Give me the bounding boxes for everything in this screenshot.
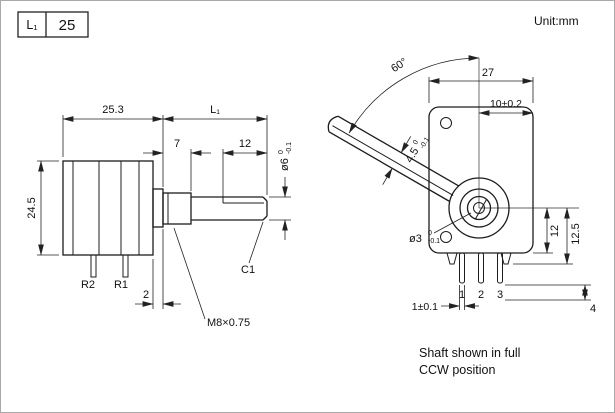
- leader-line: [248, 221, 264, 264]
- shaft-flat-edge: [332, 125, 454, 196]
- support-tab-left: [446, 252, 458, 265]
- terminal-r2-pin: [90, 254, 97, 278]
- unit-label: Unit:mm: [534, 14, 579, 28]
- dim-dia6-text: ø6: [279, 158, 291, 171]
- mounting-hole-bottom-left: [440, 231, 452, 243]
- shaft-flat-chord: [474, 199, 488, 220]
- chamfer-callout: C1: [241, 221, 264, 276]
- thread-callout: M8×0.75: [173, 227, 250, 329]
- dim-step: 2: [135, 229, 181, 309]
- shaft-tip: [327, 115, 339, 132]
- shaft-ccw: [327, 115, 460, 203]
- dim-12-text: 12: [549, 225, 561, 237]
- dim-60-text: 60°: [389, 56, 409, 75]
- dim-center-to-seat: 12.5: [513, 207, 582, 265]
- dim-12-5-text: 12.5: [570, 223, 582, 244]
- dim-l1-text: L₁: [210, 104, 220, 116]
- dim-12-text: 12: [239, 138, 251, 150]
- threaded-bushing: [162, 192, 192, 225]
- dim-center-to-bottom: 12: [533, 207, 561, 254]
- dim-10-text: 10±0.2: [490, 98, 522, 110]
- dim-body-length: 25.3: [62, 104, 164, 187]
- dim-shaft-diameter: ø6 0 -0.1: [269, 142, 293, 240]
- dia6-tol-upper: 0: [278, 150, 285, 154]
- front-view: 60° 27 10±0.2 4.5 0 -0.1: [327, 55, 596, 377]
- table-border: [17, 11, 89, 38]
- shaft-chamfer-bottom: [262, 215, 268, 221]
- dia3-tol-upper: 0: [428, 230, 432, 237]
- thread-label: M8×0.75: [207, 317, 250, 329]
- dim-body-height: 24.5: [26, 160, 59, 256]
- flat-tol-upper: 0: [412, 139, 420, 146]
- shaft-edge-line: [337, 115, 460, 187]
- dim-25-3-text: 25.3: [102, 104, 123, 116]
- r1-label: R1: [114, 279, 128, 291]
- shaft: [191, 196, 268, 221]
- mounting-hole-top-left: [440, 117, 452, 129]
- leader-line: [173, 227, 206, 320]
- note-line-2: CCW position: [419, 363, 495, 377]
- dim-flat-length: 12: [222, 138, 268, 197]
- dim-rotation-angle: 60°: [348, 55, 480, 134]
- l1-value: 25: [59, 17, 76, 34]
- dim-2-text: 2: [143, 289, 149, 301]
- l1-label: L₁: [26, 18, 37, 32]
- shaft-circle: [466, 195, 492, 221]
- dim-tail: [382, 167, 393, 185]
- chamfer-label: C1: [241, 264, 255, 276]
- note-line-1: Shaft shown in full: [419, 346, 520, 360]
- terminal-pin-3: [497, 252, 503, 284]
- terminal-number-2: 2: [478, 289, 484, 301]
- dim-width: 27: [428, 67, 534, 103]
- dia3-tol-lower: -0.1: [428, 238, 440, 245]
- leader-line: [433, 212, 472, 234]
- flange-circle: [448, 177, 510, 239]
- dim-dia3-text: ø3: [409, 233, 422, 245]
- dim-4-text: 4: [590, 303, 596, 315]
- dim-shaft-offset: 10±0.2: [478, 98, 534, 116]
- dim-7-text: 7: [174, 138, 180, 150]
- terminal-pin-2: [478, 252, 484, 284]
- bushing-circle: [459, 188, 499, 228]
- pilot-hole-circle: [473, 202, 485, 214]
- body-step: [152, 188, 164, 228]
- terminals: 1 2 3: [459, 252, 503, 301]
- terminal-r1-pin: [122, 254, 129, 278]
- shaft-edge-line: [328, 131, 451, 203]
- r2-label: R2: [81, 279, 95, 291]
- dim-27-text: 27: [482, 67, 494, 79]
- dia6-tol-lower: -0.1: [286, 142, 293, 154]
- shaft-chamfer-top: [262, 196, 268, 202]
- dim-terminal-length: 4: [505, 284, 596, 315]
- terminal-pin-1: [459, 252, 465, 284]
- dim-tail: [400, 136, 412, 154]
- dim-bushing-length: 7: [143, 138, 211, 191]
- dim-terminal-width: 1±0.1: [412, 285, 479, 313]
- dim-24-5-text: 24.5: [26, 197, 38, 218]
- angle-arc: [348, 55, 480, 134]
- side-view: R2 R1 24.5 25.3 L₁ 7: [26, 104, 293, 329]
- terminal-number-3: 3: [497, 289, 503, 301]
- terminal-number-1: 1: [459, 289, 465, 301]
- dim-pilot-diameter: ø3 0 -0.1: [409, 212, 472, 245]
- dim-1-text: 1±0.1: [412, 301, 438, 313]
- l1-value-table: L₁ 25: [17, 11, 89, 38]
- front-body: [428, 106, 534, 254]
